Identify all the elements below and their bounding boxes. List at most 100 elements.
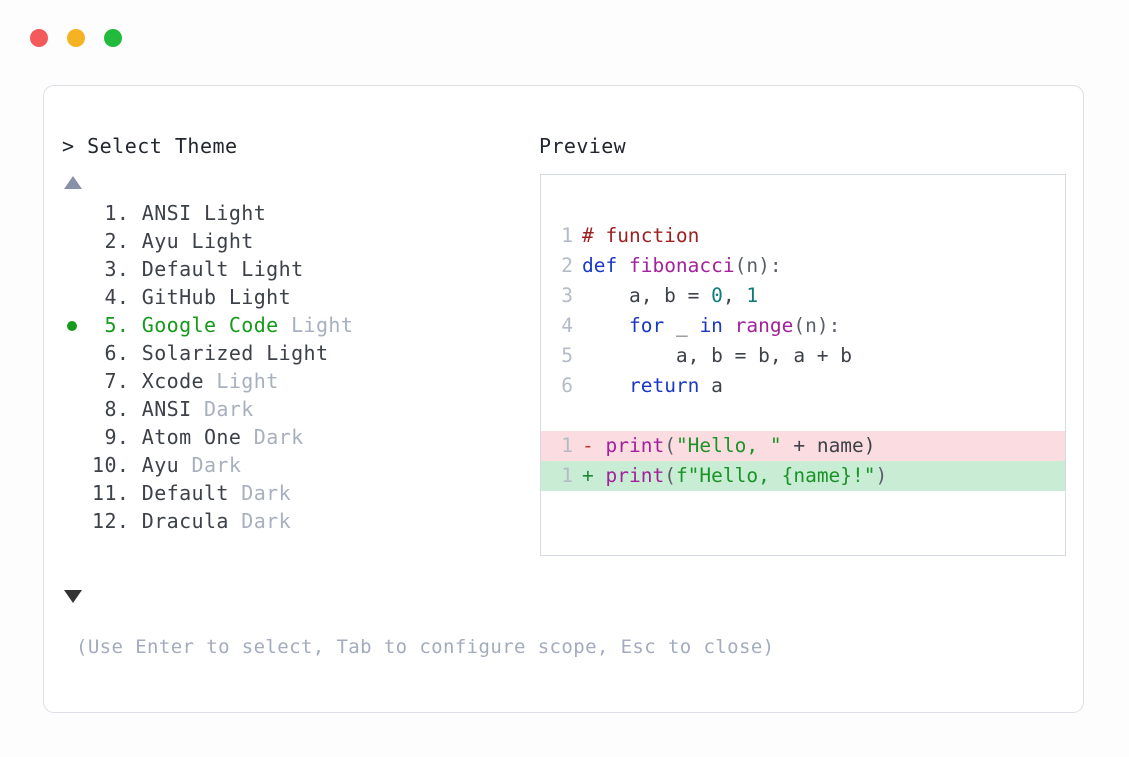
theme-item-name: Google Code	[129, 313, 279, 337]
code-line: 5 a, b = b, a + b	[541, 341, 1065, 371]
theme-list-item[interactable]: 3. Default Light	[62, 255, 532, 283]
theme-item-variant: Dark	[228, 481, 292, 505]
scroll-down-icon[interactable]	[64, 590, 82, 603]
theme-item-label: 8. ANSI Dark	[92, 395, 254, 423]
theme-item-variant: Dark	[228, 509, 292, 533]
line-number: 3	[561, 284, 573, 307]
theme-list-item[interactable]: 10. Ayu Dark	[62, 451, 532, 479]
theme-item-label: 10. Ayu Dark	[92, 451, 241, 479]
theme-item-name: ANSI	[129, 201, 192, 225]
code-token: + name)	[781, 434, 876, 457]
theme-item-number: 10.	[92, 453, 130, 477]
scroll-up-icon[interactable]	[64, 176, 82, 189]
theme-list-item[interactable]: 5. Google Code Light	[62, 311, 532, 339]
theme-item-label: 11. Default Dark	[92, 479, 291, 507]
theme-item-variant: Light	[203, 369, 279, 393]
code-token: 1	[746, 284, 759, 307]
theme-item-name: Dracula	[129, 509, 229, 533]
theme-item-name: ANSI	[129, 397, 192, 421]
theme-item-label: 4. GitHub Light	[92, 283, 291, 311]
code-line: 6 return a	[541, 371, 1065, 401]
code-token: a, b =	[582, 284, 712, 307]
code-token	[723, 314, 735, 337]
maximize-dot[interactable]	[104, 29, 122, 47]
theme-item-number: 4.	[92, 285, 130, 309]
theme-item-label: 3. Default Light	[92, 255, 304, 283]
code-token: print	[605, 434, 665, 457]
minimize-dot[interactable]	[67, 29, 85, 47]
theme-item-number: 1.	[92, 201, 130, 225]
theme-selector-card: > Select Theme 1. ANSI Light 2. Ayu Ligh…	[43, 85, 1084, 713]
code-token: a, b = b, a + b	[582, 344, 853, 367]
theme-list-item[interactable]: 2. Ayu Light	[62, 227, 532, 255]
code-line: 4 for _ in range(n):	[541, 311, 1065, 341]
diff-line-add: 1+ print(f"Hello, {name}!")	[541, 461, 1065, 491]
theme-item-number: 5.	[92, 313, 130, 337]
theme-item-number: 11.	[92, 481, 130, 505]
theme-item-variant: Light	[278, 313, 354, 337]
theme-item-number: 3.	[92, 257, 130, 281]
code-token: f"Hello, {name}!"	[675, 464, 876, 487]
theme-list: 1. ANSI Light 2. Ayu Light 3. Default Li…	[62, 199, 532, 535]
theme-item-label: 9. Atom One Dark	[92, 423, 304, 451]
code-token: (	[664, 434, 676, 457]
code-token: "Hello, "	[675, 434, 782, 457]
code-token	[582, 314, 629, 337]
theme-list-item[interactable]: 1. ANSI Light	[62, 199, 532, 227]
code-token: 0	[711, 284, 723, 307]
line-number: 1	[561, 224, 573, 247]
theme-item-label: 2. Ayu Light	[92, 227, 254, 255]
selected-bullet-icon	[67, 321, 77, 331]
theme-item-label: 6. Solarized Light	[92, 339, 328, 367]
theme-item-name: Ayu	[129, 453, 180, 477]
theme-item-variant: Dark	[179, 453, 242, 477]
theme-item-label: 1. ANSI Light	[92, 199, 266, 227]
code-token: fibonacci	[628, 254, 735, 277]
code-token	[582, 374, 629, 397]
theme-list-item[interactable]: 8. ANSI Dark	[62, 395, 532, 423]
theme-item-variant: Light	[216, 285, 292, 309]
code-token: # function	[582, 224, 700, 247]
theme-item-number: 8.	[92, 397, 130, 421]
line-number: 1	[561, 464, 573, 487]
code-token: )	[875, 464, 888, 487]
theme-item-number: 7.	[92, 369, 130, 393]
code-token: return	[628, 374, 700, 397]
theme-item-name: Solarized	[129, 341, 254, 365]
theme-item-variant: Light	[253, 341, 329, 365]
line-number: 5	[561, 344, 573, 367]
theme-list-item[interactable]: 9. Atom One Dark	[62, 423, 532, 451]
code-token: (n):	[793, 314, 841, 337]
code-token: for	[628, 314, 665, 337]
close-dot[interactable]	[30, 29, 48, 47]
code-token: _	[664, 314, 700, 337]
line-number: 2	[561, 254, 573, 277]
theme-list-item[interactable]: 11. Default Dark	[62, 479, 532, 507]
theme-item-name: Ayu	[129, 229, 180, 253]
theme-list-item[interactable]: 6. Solarized Light	[62, 339, 532, 367]
code-token: a	[699, 374, 723, 397]
window-titlebar	[30, 29, 122, 47]
theme-item-name: GitHub	[129, 285, 217, 309]
theme-item-number: 6.	[92, 341, 130, 365]
theme-item-number: 12.	[92, 509, 130, 533]
theme-item-variant: Light	[228, 257, 304, 281]
line-number: 6	[561, 374, 573, 397]
theme-list-item[interactable]: 4. GitHub Light	[62, 283, 532, 311]
diff-marker: +	[582, 464, 606, 487]
theme-item-name: Default	[129, 481, 229, 505]
theme-list-item[interactable]: 12. Dracula Dark	[62, 507, 532, 535]
code-token: print	[605, 464, 665, 487]
theme-item-variant: Dark	[241, 425, 304, 449]
preview-label: Preview	[539, 134, 627, 158]
theme-item-name: Atom One	[129, 425, 242, 449]
theme-item-variant: Light	[179, 229, 254, 253]
theme-item-number: 9.	[92, 425, 130, 449]
theme-list-item[interactable]: 7. Xcode Light	[62, 367, 532, 395]
code-token: def	[582, 254, 629, 277]
code-token: in	[699, 314, 723, 337]
keyboard-hint: (Use Enter to select, Tab to configure s…	[76, 636, 775, 658]
theme-item-variant: Dark	[191, 397, 254, 421]
